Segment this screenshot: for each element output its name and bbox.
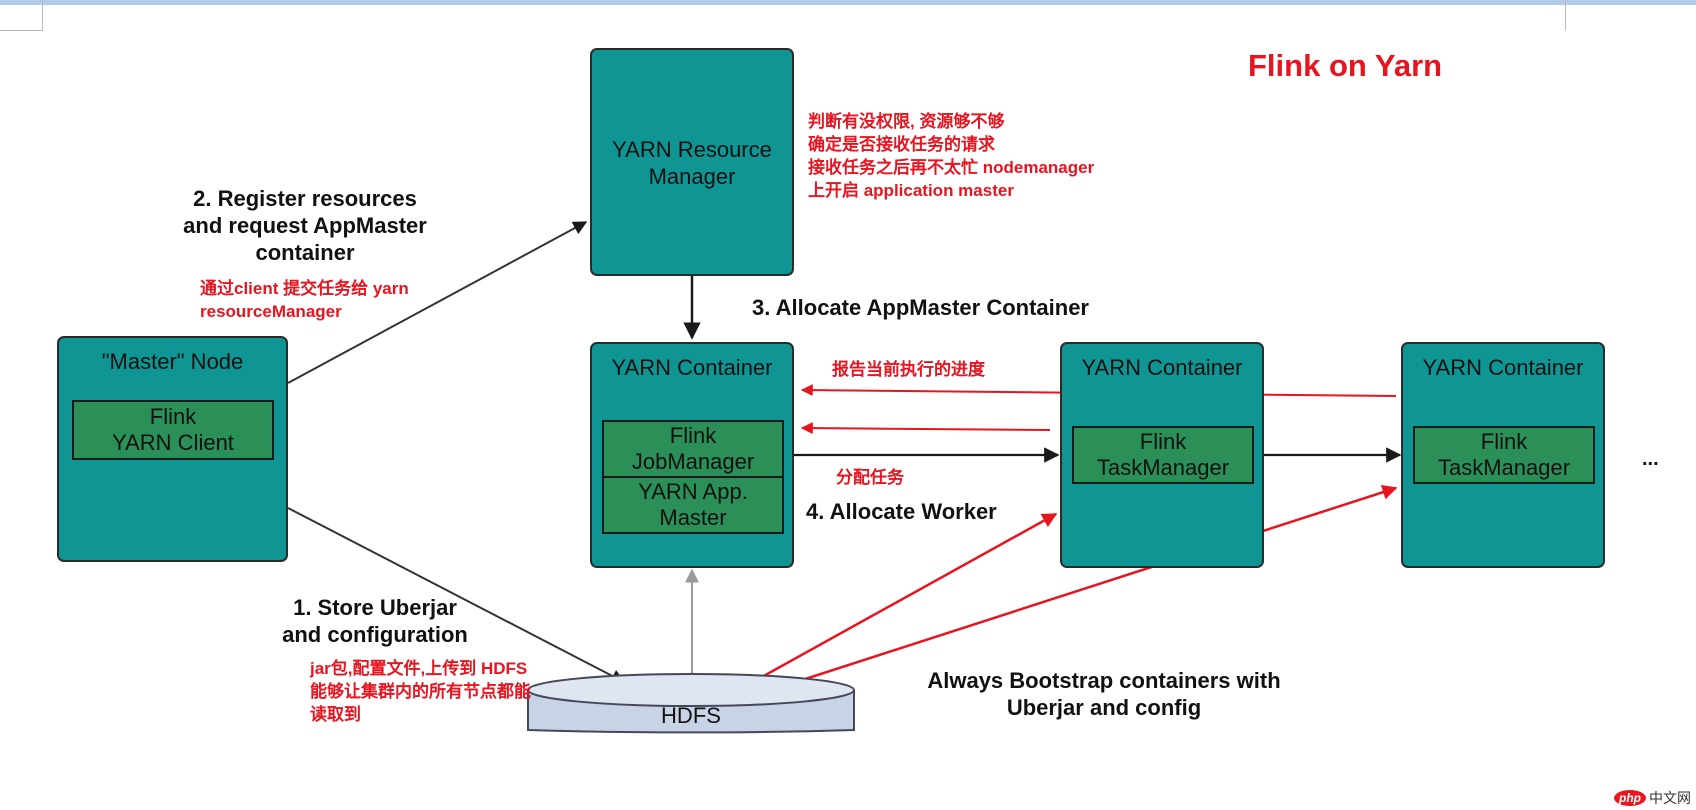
hdfs-label: HDFS	[661, 703, 721, 728]
arrow-tm2-report	[800, 422, 1051, 435]
taskmanager-2-line-2: TaskManager	[1437, 455, 1571, 480]
client-note-line-2: resourceManager	[200, 302, 342, 321]
bootstrap-line-1: Always Bootstrap containers with	[927, 668, 1281, 693]
rm-note-line-3: 接收任务之后再不太忙 nodemanager	[808, 158, 1095, 177]
yarn-container-taskmanager-1: YARN Container Flink TaskManager	[1060, 342, 1264, 568]
ellipsis-more-containers: ...	[1642, 448, 1659, 470]
taskmanager-1-line-2: TaskManager	[1096, 455, 1230, 480]
yarn-app-master-box: YARN App. Master	[602, 476, 784, 534]
window-right-divider	[1565, 0, 1566, 30]
app-master-line-1: YARN App.	[638, 479, 748, 504]
taskmanager-1-line-1: Flink	[1139, 429, 1187, 454]
step-3-allocate-appmaster: 3. Allocate AppMaster Container	[752, 295, 1089, 320]
jobmanager-line-2: JobManager	[631, 449, 755, 474]
hdfs-cylinder	[527, 673, 855, 734]
step-2-register-line-2: and request AppMaster	[183, 213, 427, 238]
step-2-register-line-1: 2. Register resources	[193, 186, 417, 211]
master-node: "Master" Node Flink YARN Client	[57, 336, 288, 562]
taskmanager-2-box: Flink TaskManager	[1413, 426, 1595, 484]
site-watermark: php 中文网	[1614, 788, 1691, 808]
php-logo-icon: php	[1614, 790, 1646, 806]
flink-jobmanager-box: Flink JobManager	[602, 420, 784, 478]
container-main-title: YARN Container	[611, 355, 773, 380]
flink-yarn-client-box: Flink YARN Client	[72, 400, 274, 460]
step-2-register-line-3: container	[255, 240, 355, 265]
rm-note-line-1: 判断有没权限, 资源够不够	[808, 112, 1005, 131]
rm-title-line-1: YARN Resource	[612, 137, 772, 162]
app-master-line-2: Master	[659, 505, 727, 530]
arrow-hdfs-to-tm2	[759, 512, 1058, 680]
rm-note-line-4: 上开启 application master	[808, 181, 1014, 200]
report-progress-note: 报告当前执行的进度	[832, 360, 985, 379]
diagram-title: Flink on Yarn	[1248, 48, 1443, 83]
rm-note-line-2: 确定是否接收任务的请求	[808, 135, 995, 154]
client-note-line-1: 通过client 提交任务给 yarn	[200, 279, 409, 298]
yarn-resource-manager-node: YARN Resource Manager	[590, 48, 794, 276]
window-top-edge	[0, 0, 1696, 5]
step-1-store-line-1: 1. Store Uberjar	[293, 595, 457, 620]
watermark-site-text: 中文网	[1649, 790, 1691, 806]
container-2-title: YARN Container	[1081, 355, 1243, 380]
arrow-client-to-hdfs	[287, 507, 626, 683]
arrow-client-to-rm	[287, 221, 588, 384]
container-3-title: YARN Container	[1422, 355, 1584, 380]
bootstrap-line-2: Uberjar and config	[1006, 695, 1202, 720]
taskmanager-1-box: Flink TaskManager	[1072, 426, 1254, 484]
flink-yarn-client-line-1: Flink	[149, 404, 197, 429]
rm-title-line-2: Manager	[648, 164, 736, 189]
window-left-corner	[0, 0, 43, 31]
flink-yarn-client-line-2: YARN Client	[112, 430, 234, 455]
yarn-container-appmaster: YARN Container Flink JobManager YARN App…	[590, 342, 794, 568]
taskmanager-2-line-1: Flink	[1480, 429, 1528, 454]
hdfs-note-line-3: 读取到	[310, 705, 361, 724]
jobmanager-line-1: Flink	[669, 423, 717, 448]
arrow-hdfs-to-tm3	[795, 485, 1398, 684]
assign-task-note: 分配任务	[836, 468, 904, 487]
yarn-container-taskmanager-2: YARN Container Flink TaskManager	[1401, 342, 1605, 568]
master-node-title: "Master" Node	[101, 349, 244, 374]
step-4-allocate-worker: 4. Allocate Worker	[806, 499, 997, 524]
hdfs-note-line-1: jar包,配置文件,上传到 HDFS	[310, 659, 528, 678]
step-1-store-line-2: and configuration	[282, 622, 468, 647]
hdfs-note-line-2: 能够让集群内的所有节点都能	[310, 682, 531, 701]
